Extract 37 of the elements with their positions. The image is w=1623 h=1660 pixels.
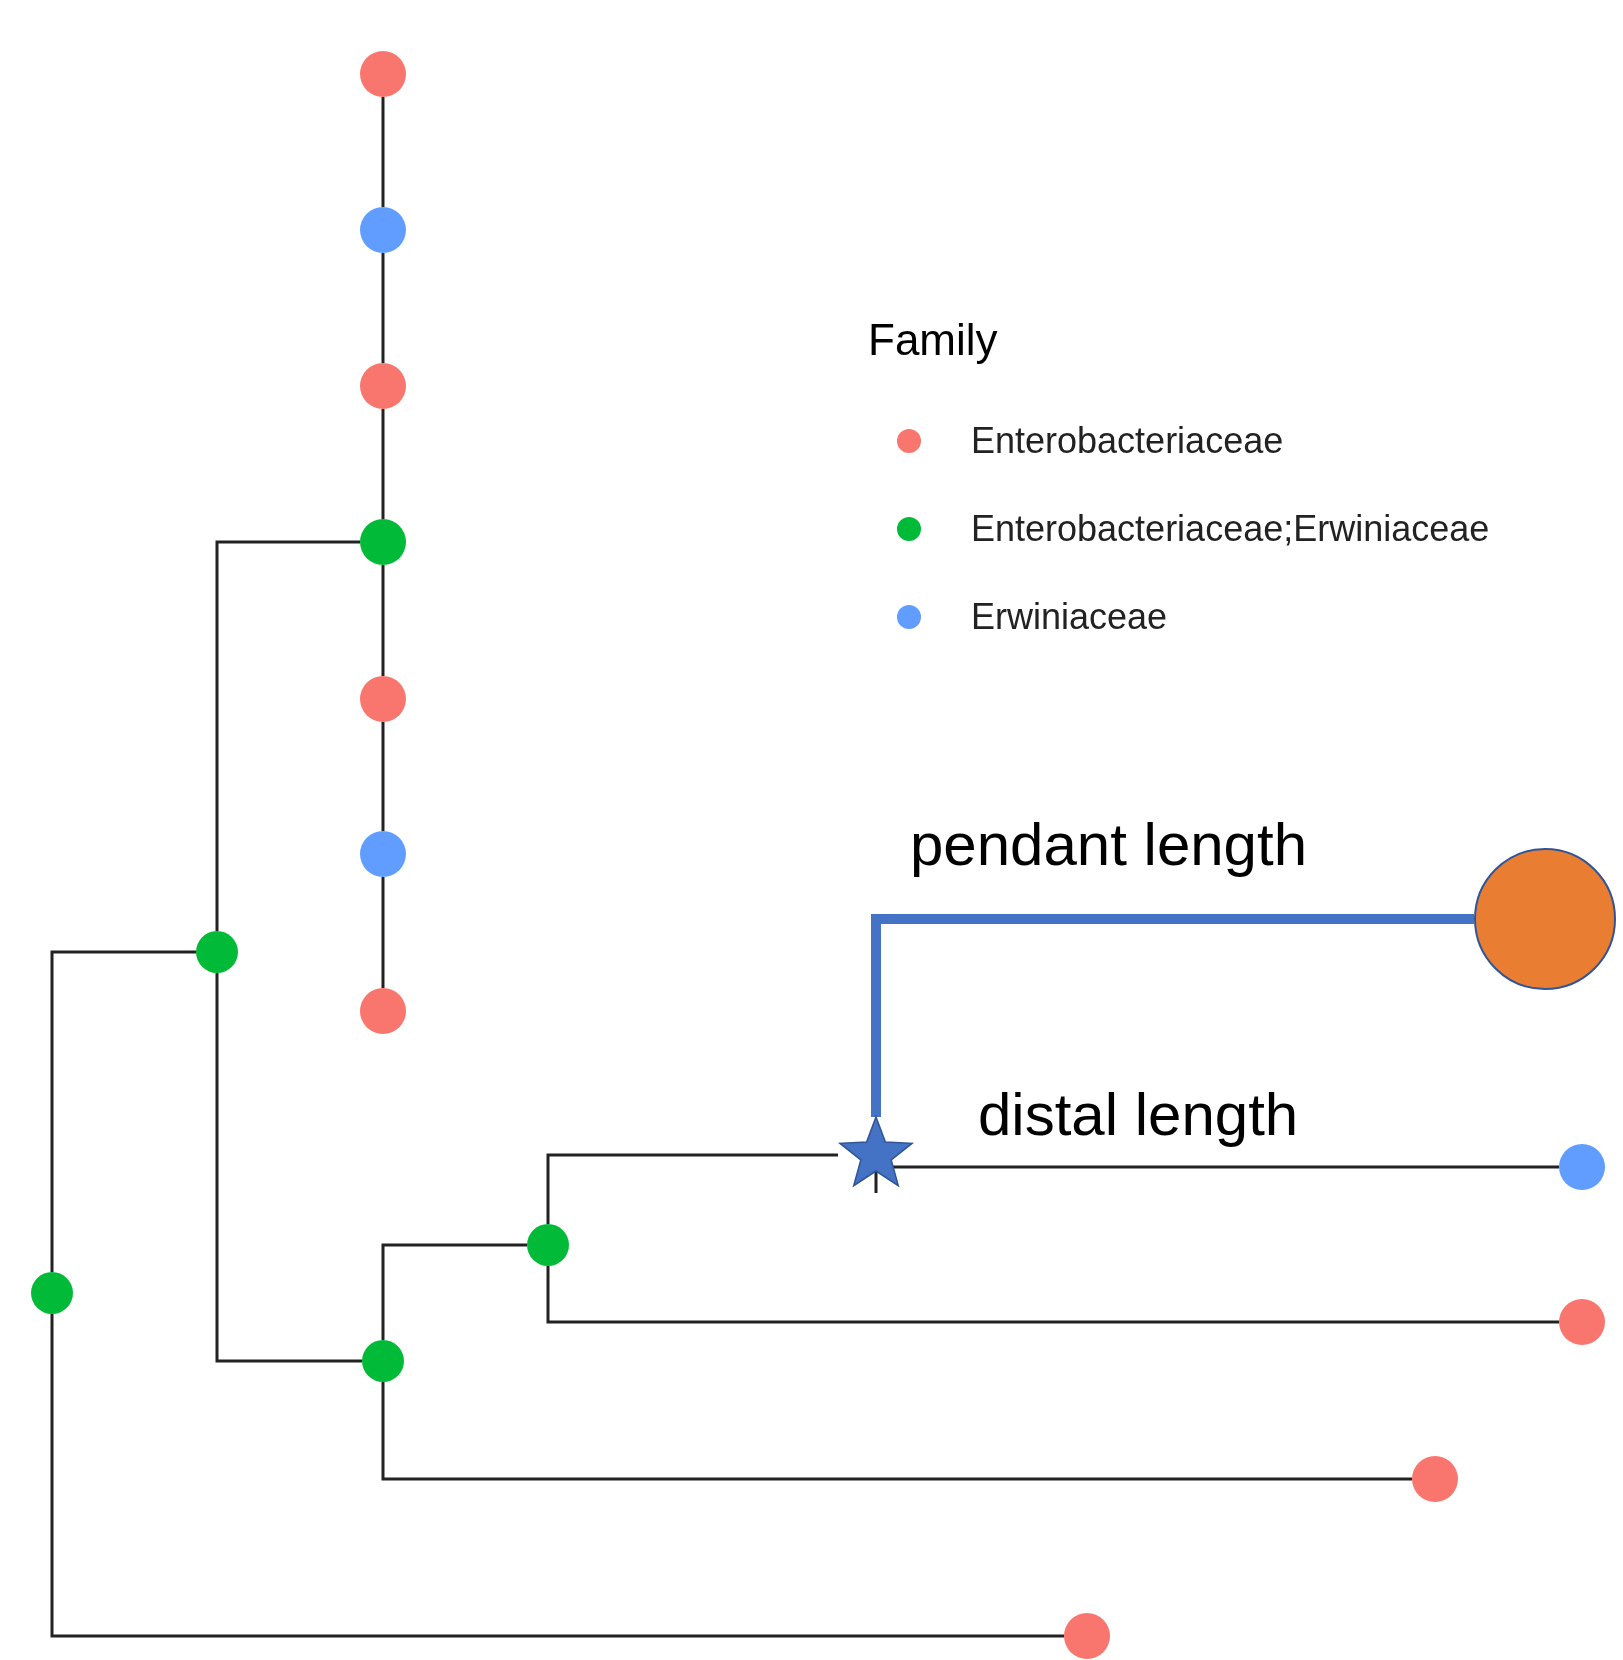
tree-branch <box>381 1382 1412 1481</box>
tree-branch <box>381 1243 527 1340</box>
legend-label: Enterobacteriaceae;Erwiniaceae <box>971 508 1490 550</box>
tree-branch <box>381 877 385 988</box>
tree-node-circle <box>360 676 406 722</box>
tree-node-circle <box>527 1224 569 1266</box>
legend-label: Erwiniaceae <box>971 596 1168 638</box>
tree-node-circle <box>1412 1456 1458 1502</box>
legend-title: Family <box>868 318 998 362</box>
tree-branch <box>381 253 385 363</box>
tree-node-circle <box>360 51 406 97</box>
tree-branch <box>381 565 385 676</box>
tree-node-circle <box>360 363 406 409</box>
tree-branch <box>215 540 360 931</box>
tree-branch <box>381 97 385 207</box>
tree-branch <box>381 722 385 831</box>
tree-branch <box>546 1266 1559 1324</box>
tree-branch <box>50 1314 1064 1638</box>
tree-node-circle <box>1559 1299 1605 1345</box>
tree-node-circle <box>31 1272 73 1314</box>
highlighted-branch <box>871 914 1474 1117</box>
tree-branch <box>874 1165 1559 1193</box>
branch-label: distal length <box>978 1085 1299 1145</box>
tree-node-circle <box>360 519 406 565</box>
tree-branch <box>50 950 196 1272</box>
tree-node-circle <box>1559 1144 1605 1190</box>
tree-node-circle <box>360 207 406 253</box>
legend-label: Enterobacteriaceae <box>971 420 1284 462</box>
branch-label: pendant length <box>910 815 1308 875</box>
tree-branch <box>215 973 362 1363</box>
tree-node-circle <box>196 931 238 973</box>
tree-branch <box>381 409 385 519</box>
tree-node-circle <box>360 988 406 1034</box>
tree-node-circle <box>360 831 406 877</box>
tree-branch <box>546 1153 838 1224</box>
tree-node-circle <box>362 1340 404 1382</box>
tree-node-circle <box>1064 1613 1110 1659</box>
